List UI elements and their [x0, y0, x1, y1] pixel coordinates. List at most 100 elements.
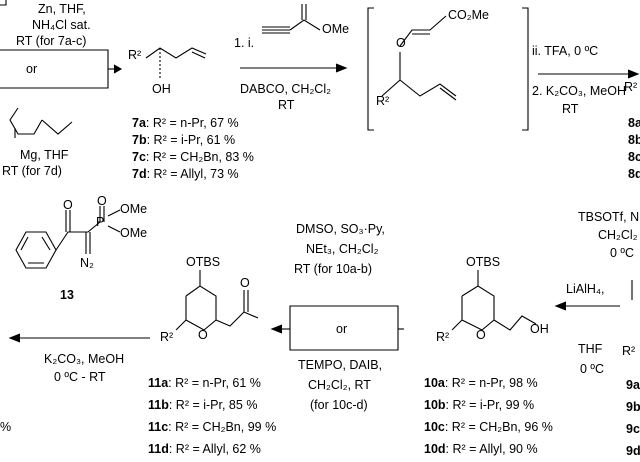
entry-text: : R² = i-Pr, 99 % [445, 398, 535, 412]
bracket-left [367, 7, 374, 131]
ome1-label: OMe [120, 202, 148, 216]
entry-text: : R² = i-Pr, 85 % [168, 398, 258, 412]
bond [145, 47, 207, 59]
entry-text: : R² = Allyl, 62 % [168, 442, 261, 456]
bond [399, 15, 447, 47]
entry-text: : R² = CH₂Bn, 83 % [145, 150, 254, 164]
compound-id: 8b [628, 133, 640, 147]
compound-id: 8d [628, 167, 640, 181]
bond [175, 319, 187, 331]
bond [215, 311, 259, 327]
step6-line2: NEt₃, CH₂Cl₂ [306, 242, 379, 256]
compound-id: 8c [628, 150, 640, 164]
step5-line1: LiAlH₄, [566, 282, 605, 296]
step1-or: or [26, 62, 38, 76]
bond [461, 285, 495, 331]
step3-above: ii. TFA, 0 ºC [532, 44, 599, 58]
ome2-label: OMe [120, 226, 148, 240]
compound-id: 10d [424, 442, 446, 456]
n2-label: N₂ [80, 256, 94, 270]
compound7-entry: 7a: R² = n-Pr, 67 % [132, 116, 239, 131]
step7-line1: K₂CO₃, MeOH [44, 352, 125, 366]
compound10-entry: 10a: R² = n-Pr, 98 % [424, 376, 538, 391]
step1-line4: Mg, THF [20, 148, 69, 162]
compound11-entry: 11d: R² = Allyl, 62 % [148, 442, 261, 457]
entry-text: : R² = CH₂Bn, 96 % [444, 420, 553, 434]
compound-id: 11a [148, 376, 169, 390]
o-label: O [396, 36, 406, 50]
entry-text: : R² = Allyl, 73 % [146, 167, 239, 181]
r2-label: R² [128, 48, 142, 62]
bond [20, 236, 51, 264]
compound-id: 9c [626, 422, 640, 436]
step4-line3: 0 ºC [610, 246, 635, 260]
compound-id: 7d [132, 167, 147, 181]
r2-label: R² [160, 330, 174, 344]
step5-line3: 0 ºC [580, 362, 605, 376]
compound13-label: 13 [60, 288, 74, 302]
bracket-right [522, 7, 529, 131]
o-label: O [63, 198, 73, 212]
arrow-head [627, 69, 640, 79]
bond [55, 221, 101, 251]
step3-below2: RT [562, 102, 579, 116]
compound-id: 7b [132, 133, 147, 147]
r2-label: R² [624, 80, 638, 94]
o-label: O [240, 276, 250, 290]
o-label: O [476, 328, 486, 342]
step4-line1: TBSOTf, N [578, 210, 640, 224]
step2-above: 1. i. [234, 36, 255, 50]
bond [85, 232, 91, 254]
compound-id: 11d [148, 442, 169, 456]
oh-label: OH [152, 82, 171, 96]
arrow-head [270, 324, 283, 334]
bond [107, 209, 121, 233]
step3-below1: 2. K₂CO₃, MeOH [532, 84, 626, 98]
oh-label: OH [530, 322, 549, 336]
step6-line1: DMSO, SO₃·Py, [296, 222, 385, 236]
step6-line6: (for 10c-d) [310, 398, 368, 412]
bond [289, 19, 321, 31]
entry-text: : R² = Allyl, 90 % [445, 442, 538, 456]
compound11-entry: 11b: R² = i-Pr, 85 % [148, 398, 257, 413]
r2-label: R² [622, 344, 636, 358]
compound-id: 10b [424, 398, 446, 412]
bond [381, 52, 401, 97]
cut-percent: % [0, 420, 12, 434]
entry-text: : R² = n-Pr, 67 % [145, 116, 239, 130]
bond [243, 290, 249, 312]
step4-line2: CH₂Cl₂ [598, 228, 638, 242]
reaction-box [289, 305, 399, 351]
entry-text: : R² = n-Pr, 98 % [444, 376, 538, 390]
step1-line3: RT (for 7a-c) [16, 34, 87, 48]
compound-id: 8a [628, 116, 640, 130]
entry-text: : R² = n-Pr, 61 % [168, 376, 261, 390]
co2me-label: CO₂Me [448, 8, 489, 22]
arrow-head [113, 64, 123, 74]
step7-line2: 0 ºC - RT [54, 370, 106, 384]
step1-line5: RT (for 7d) [2, 164, 62, 178]
bond [191, 51, 206, 59]
compound-id: 7c [132, 150, 146, 164]
bond [9, 107, 43, 135]
step2-below2: RT [278, 98, 295, 112]
r2-label: R² [376, 94, 390, 108]
step1-line2: NH₄Cl sat. [32, 18, 91, 32]
compound-id: 11c [148, 420, 169, 434]
compound-id: 11b [148, 398, 169, 412]
bond [41, 119, 73, 135]
r2-label: R² [436, 330, 450, 344]
bond [99, 206, 105, 222]
o-label: O [198, 328, 208, 342]
compound-id: 10c [424, 420, 445, 434]
compound7-entry: 7c: R² = CH₂Bn, 83 % [132, 150, 254, 165]
bond [439, 87, 457, 101]
otbs-label: OTBS [186, 255, 221, 269]
compound7-entry: 7d: R² = Allyl, 73 % [132, 167, 239, 182]
bond [185, 285, 217, 331]
arrow-head [335, 63, 348, 73]
o-label: O [97, 194, 107, 208]
compound-id: 10a [424, 376, 445, 390]
entry-text: : R² = CH₂Bn, 99 % [168, 420, 277, 434]
